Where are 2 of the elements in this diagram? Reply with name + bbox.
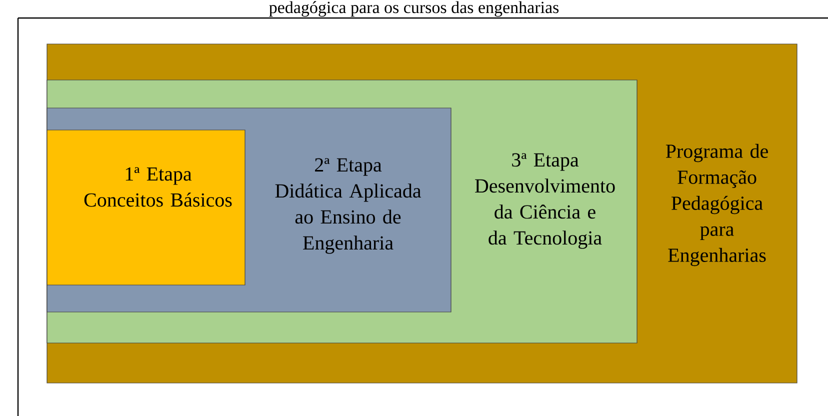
title: pedagógica para os cursos das engenharias [269, 1, 559, 17]
stage-box: 1ª Etapa Conceitos Básicos [46, 130, 246, 286]
